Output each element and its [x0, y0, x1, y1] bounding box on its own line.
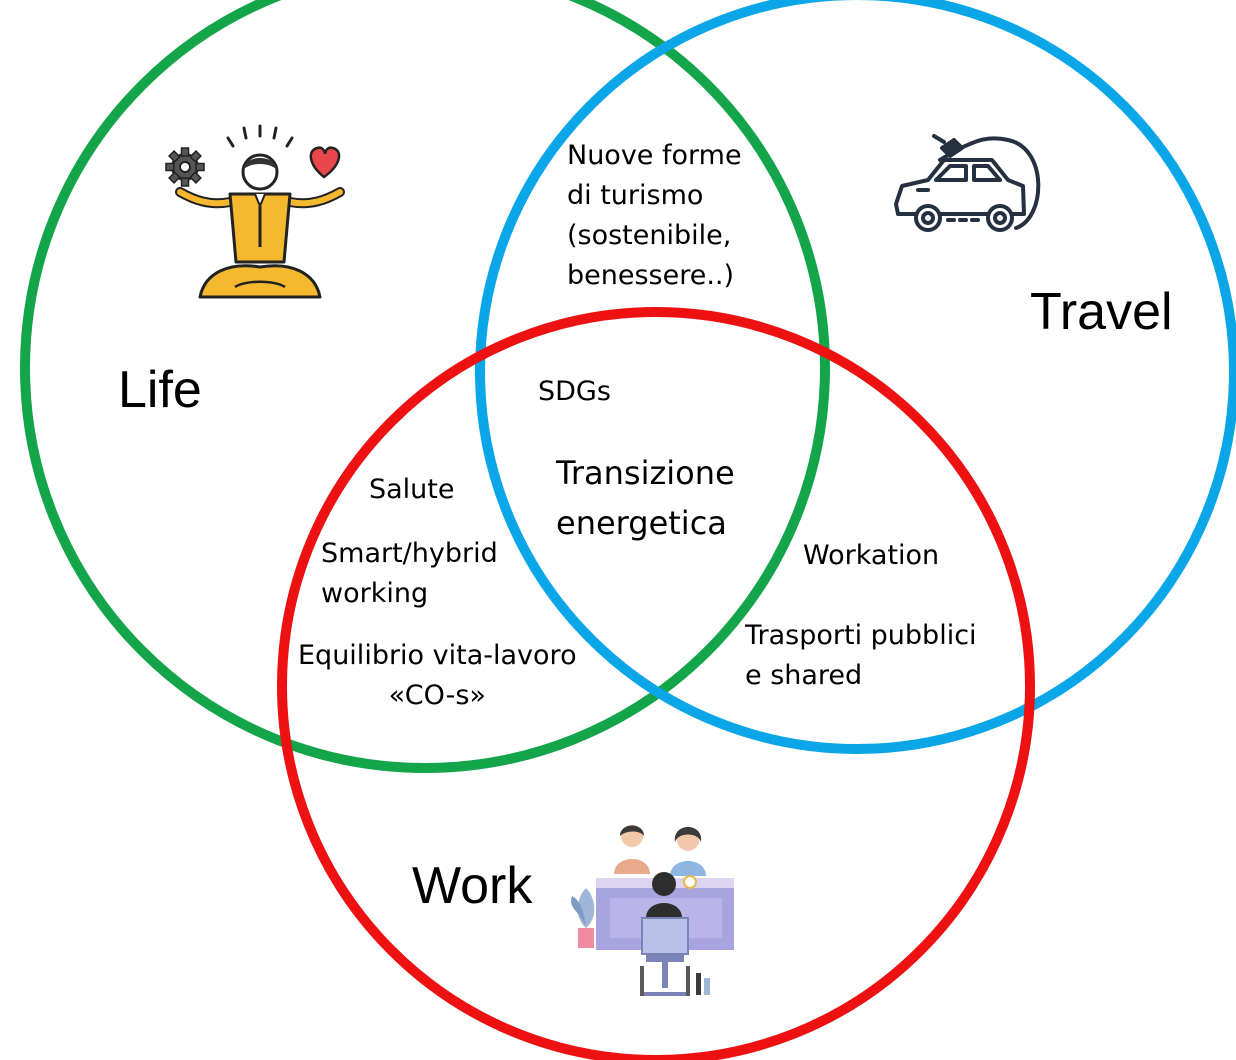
- balance-line-1: Equilibrio vita-lavoro: [298, 640, 577, 671]
- salute-text: Salute: [369, 474, 455, 505]
- transport-text: Trasporti pubblici e shared: [745, 616, 977, 696]
- smart-line-2: working: [321, 578, 429, 609]
- sdgs-text: SDGs: [538, 376, 611, 407]
- life-travel-line-3: (sostenibile,: [567, 220, 732, 251]
- travel-label: Travel: [1030, 283, 1173, 341]
- work-circle: [277, 307, 1035, 1060]
- meditating-person-icon: [165, 124, 345, 299]
- life-travel-line-2: di turismo: [567, 180, 704, 211]
- smart-line-1: Smart/hybrid: [321, 538, 498, 569]
- transition-text: Transizione energetica: [556, 448, 735, 548]
- transport-line-1: Trasporti pubblici: [745, 620, 977, 651]
- electric-car-icon: [894, 134, 1041, 232]
- life-circle: [20, 0, 830, 773]
- transition-line-1: Transizione: [556, 454, 735, 492]
- travel-circle: [475, 0, 1236, 754]
- smart-working-text: Smart/hybrid working: [321, 534, 498, 614]
- life-travel-line-1: Nuove forme: [567, 140, 742, 171]
- transport-line-2: e shared: [745, 660, 863, 691]
- office-meeting-icon: [571, 825, 734, 996]
- life-label: Life: [118, 361, 202, 419]
- transition-line-2: energetica: [556, 504, 727, 542]
- life-travel-line-4: benessere..): [567, 260, 735, 291]
- workation-text: Workation: [803, 540, 940, 571]
- work-label: Work: [412, 857, 533, 915]
- balance-text: Equilibrio vita-lavoro «CO-s»: [298, 636, 577, 716]
- balance-line-2: «CO-s»: [388, 680, 486, 711]
- life-travel-region-text: Nuove forme di turismo (sostenibile, ben…: [567, 136, 742, 296]
